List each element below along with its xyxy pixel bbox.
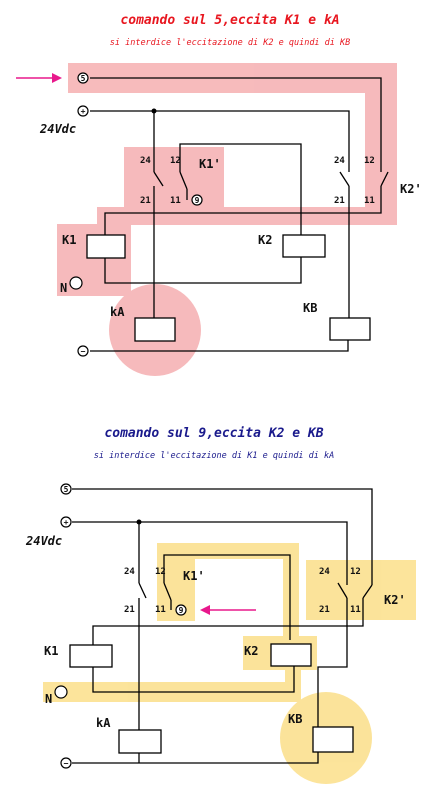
top-num-21-a: 21 (140, 196, 151, 206)
top-num-24-b: 24 (334, 156, 345, 166)
top-n-label: N (60, 281, 67, 295)
top-num-11-a: 11 (170, 196, 181, 206)
bottom-wires (72, 488, 373, 764)
top-supply-label: 24Vdc (39, 122, 76, 136)
top-title: comando sul 5,eccita K1 e kA (120, 13, 339, 28)
bottom-k2-label: K2 (244, 644, 258, 658)
bottom-k1-label: K1 (44, 644, 58, 658)
top-terminal-9-label: 9 (195, 196, 200, 205)
top-coil-kb (329, 317, 371, 341)
bottom-n-label: N (45, 692, 52, 706)
top-wires (90, 77, 382, 352)
bottom-terminal-5-label: 5 (64, 485, 69, 494)
bottom-terminal-9-label: 9 (179, 606, 184, 615)
bottom-coil-k2 (270, 643, 312, 667)
top-num-11-b: 11 (364, 196, 375, 206)
top-junction-dot (151, 108, 157, 114)
bottom-ka-label: kA (96, 716, 111, 730)
bottom-terminal-5 (60, 483, 72, 495)
bottom-contact-k1 (163, 582, 172, 610)
bottom-terminal-plus-label: + (64, 518, 69, 527)
top-k2-label: K2 (258, 233, 272, 247)
top-k1-label: K1 (62, 233, 76, 247)
bottom-terminal-plus (60, 516, 72, 528)
bottom-num-24-b: 24 (319, 567, 330, 577)
top-terminal-minus (77, 345, 89, 357)
bottom-terminal-n (54, 685, 68, 699)
top-coil-k1 (86, 234, 126, 259)
bottom-supply-label: 24Vdc (25, 534, 62, 548)
top-k2-contact-label: K2' (400, 182, 422, 196)
top-num-21-b: 21 (334, 196, 345, 206)
bottom-terminal-minus (60, 757, 72, 769)
top-terminal-minus-label: − (81, 347, 86, 356)
bottom-coil-kb (312, 726, 354, 753)
bottom-kb-label: KB (288, 712, 302, 726)
top-contact-k1 (179, 171, 188, 200)
bottom-terminal-minus-label: − (64, 759, 69, 768)
top-num-12-b: 12 (364, 156, 375, 166)
bottom-contact-k2 (362, 584, 373, 599)
bottom-num-12-b: 12 (350, 567, 361, 577)
top-terminal-9 (191, 194, 203, 206)
top-contact-ka (153, 171, 164, 187)
top-terminal-5-label: 5 (81, 74, 86, 83)
top-num-12-a: 12 (170, 156, 181, 166)
top-k1-contact-label: K1' (199, 157, 221, 171)
top-contact-k2 (380, 171, 389, 187)
top-terminal-plus-label: + (81, 107, 86, 116)
bottom-coil-ka (118, 729, 162, 754)
top-arrow (16, 73, 62, 83)
top-num-24-a: 24 (140, 156, 151, 166)
bottom-num-21-a: 21 (124, 605, 135, 615)
top-terminal-plus (77, 105, 89, 117)
bottom-num-11-b: 11 (350, 605, 361, 615)
bottom-arrow (200, 605, 256, 615)
bottom-num-21-b: 21 (319, 605, 330, 615)
bottom-num-11-a: 11 (155, 605, 166, 615)
bottom-junction-dot (136, 519, 142, 525)
top-coil-ka (134, 317, 176, 342)
bottom-subtitle: si interdice l'eccitazione di K1 e quind… (94, 451, 335, 461)
top-terminal-5 (77, 72, 89, 84)
bottom-num-24-a: 24 (124, 567, 135, 577)
top-coil-k2 (282, 234, 326, 258)
bottom-terminal-9 (175, 604, 187, 616)
top-terminal-n (69, 276, 83, 290)
bottom-contact-kb (337, 582, 348, 599)
bottom-num-12-a: 12 (155, 567, 166, 577)
top-subtitle: si interdice l'eccitazione di K2 e quind… (110, 38, 351, 48)
bottom-contact-ka (138, 582, 147, 599)
bottom-title: comando sul 9,eccita K2 e KB (104, 426, 323, 441)
bottom-k2-contact-label: K2' (384, 593, 406, 607)
top-ka-label: kA (110, 305, 125, 319)
top-contact-kb (339, 171, 350, 187)
bottom-k1-contact-label: K1' (183, 569, 205, 583)
top-kb-label: KB (303, 301, 317, 315)
bottom-coil-k1 (69, 644, 113, 668)
